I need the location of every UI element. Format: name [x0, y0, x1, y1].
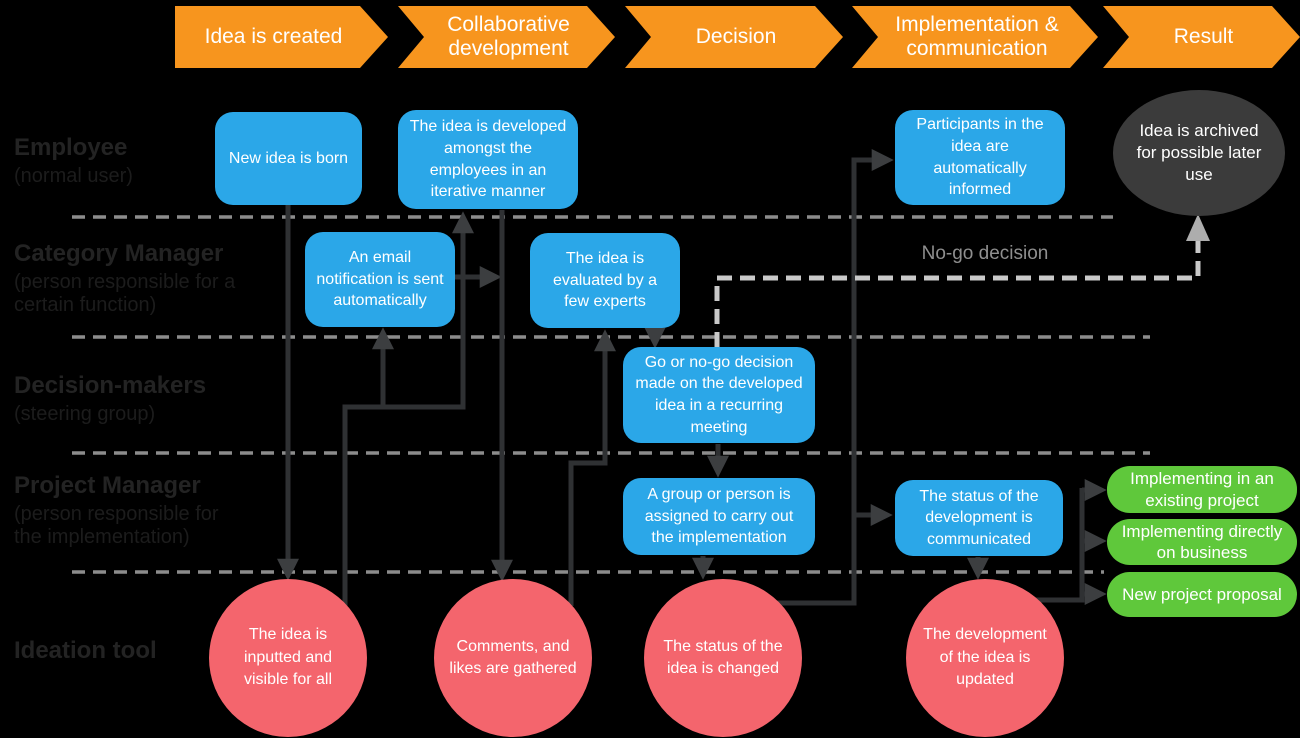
outcome-new-project-proposal: New project proposal: [1107, 572, 1297, 617]
lane-subtitle: (person responsible for a certain functi…: [14, 270, 236, 317]
node-text: An email notification is sent automatica…: [316, 249, 444, 310]
no-go-path: [714, 240, 1201, 347]
circle-text: Comments, and likes are gathered: [449, 637, 577, 677]
node-email-notification: An email notification is sent automatica…: [305, 232, 455, 327]
node-text: A group or person is assigned to carry o…: [644, 486, 794, 547]
lane-label-project-manager: Project Manager (person responsible for …: [14, 472, 242, 550]
outcome-text: New project proposal: [1122, 584, 1282, 604]
node-go-nogo-decision: Go or no-go decision made on the develop…: [623, 347, 815, 443]
circle-text: The development of the idea is updated: [923, 626, 1047, 689]
lane-label-category-manager: Category Manager (person responsible for…: [14, 240, 252, 318]
stage-label: Idea is created: [204, 25, 343, 49]
no-go-arrowhead-icon: [1186, 214, 1210, 241]
node-status-communicated: The status of the development is communi…: [895, 480, 1063, 556]
outcome-text: Implementing in an existing project: [1130, 469, 1274, 510]
node-text: Participants in the idea are automatical…: [916, 116, 1044, 199]
stage-implementation-communication: Implementation & communication: [852, 6, 1098, 68]
lane-title: Decision-makers: [14, 372, 207, 399]
node-new-idea: New idea is born: [215, 112, 362, 205]
circle-text: The idea is inputted and visible for all: [243, 626, 333, 689]
tool-circle-idea-inputted: The idea is inputted and visible for all: [209, 579, 367, 737]
lane-title: Ideation tool: [14, 637, 157, 664]
stage-label: Implementation & communication: [895, 13, 1059, 60]
node-group-assigned: A group or person is assigned to carry o…: [623, 478, 815, 555]
no-go-label: No-go decision: [921, 243, 1049, 264]
lane-label-ideation-tool: Ideation tool: [14, 637, 234, 665]
stage-label: Result: [1173, 25, 1234, 49]
node-idea-developed: The idea is developed amongst the employ…: [398, 110, 578, 209]
tool-circle-comments-likes: Comments, and likes are gathered: [434, 579, 592, 737]
stage-label: Decision: [695, 25, 777, 49]
lane-label-employee: Employee (normal user): [14, 134, 234, 188]
node-text: The status of the development is communi…: [919, 487, 1039, 548]
node-text: The idea is evaluated by a few experts: [552, 250, 658, 311]
stage-idea-created: Idea is created: [175, 6, 388, 68]
node-text: New idea is born: [228, 149, 349, 167]
lane-label-decision-makers: Decision-makers (steering group): [14, 372, 244, 426]
stage-label: Collaborative development: [447, 13, 570, 60]
node-idea-archived: Idea is archived for possible later use: [1113, 90, 1285, 216]
lane-title: Employee: [14, 134, 128, 161]
lane-title: Project Manager: [14, 472, 201, 499]
node-text: Idea is archived for possible later use: [1136, 120, 1262, 185]
tool-circle-development-updated: The development of the idea is updated: [906, 579, 1064, 737]
node-text: The idea is developed amongst the employ…: [409, 118, 567, 201]
circle-text: The status of the idea is changed: [663, 637, 783, 677]
lane-subtitle: (steering group): [14, 402, 156, 425]
stage-collaborative-development: Collaborative development: [398, 6, 615, 68]
lane-title: Category Manager: [14, 240, 224, 267]
outcome-text: Implementing directly on business: [1121, 521, 1283, 562]
stage-result: Result: [1103, 6, 1300, 68]
lane-subtitle: (person responsible for the implementati…: [14, 502, 219, 549]
outcome-directly-on-business: Implementing directly on business: [1107, 519, 1297, 565]
lane-subtitle: (normal user): [14, 164, 133, 187]
stage-decision: Decision: [625, 6, 843, 68]
outcome-existing-project: Implementing in an existing project: [1107, 466, 1297, 513]
node-idea-evaluated: The idea is evaluated by a few experts: [530, 233, 680, 328]
tool-circle-status-changed: The status of the idea is changed: [644, 579, 802, 737]
node-text: Go or no-go decision made on the develop…: [635, 353, 803, 436]
node-participants-informed: Participants in the idea are automatical…: [895, 110, 1065, 205]
